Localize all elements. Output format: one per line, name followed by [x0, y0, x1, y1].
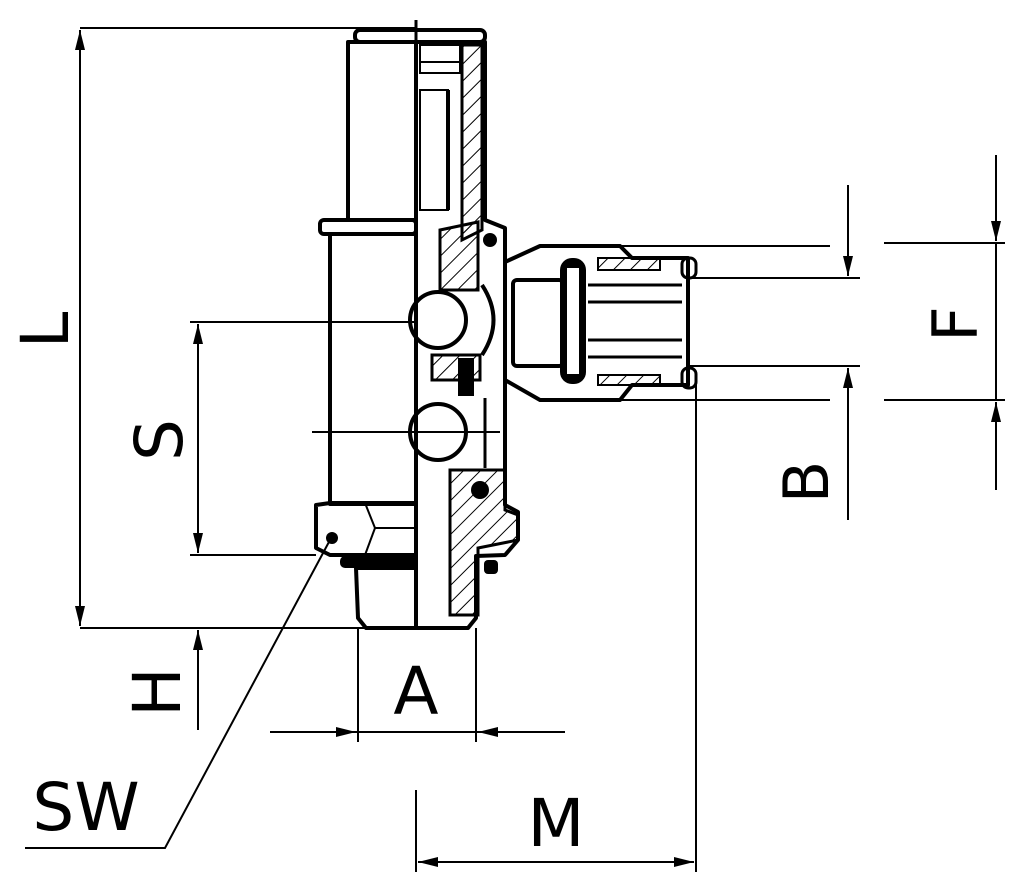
label-SW: SW	[32, 769, 139, 846]
label-H: H	[119, 667, 196, 717]
sw-leader	[25, 539, 331, 849]
dimension-lines	[25, 27, 1005, 872]
label-M: M	[528, 785, 585, 862]
threaded-stud	[354, 566, 418, 630]
dimension-labels: L S H A M SW F B	[7, 306, 992, 862]
upper-wall-hatch	[460, 43, 484, 243]
lower-cylinder	[328, 232, 418, 506]
label-F: F	[919, 306, 992, 342]
label-A: A	[393, 653, 438, 730]
seal	[458, 358, 474, 396]
label-L: L	[7, 311, 84, 348]
side-outlet	[503, 244, 698, 402]
outlet-body	[503, 244, 690, 402]
upper-cylinder	[346, 40, 418, 222]
outlet-sleeve	[511, 278, 565, 368]
upper-ball	[408, 290, 468, 350]
collar	[318, 218, 418, 236]
fitting-body	[314, 20, 520, 630]
o-ring	[340, 556, 416, 568]
lower-wall-hatch	[448, 468, 520, 617]
label-B: B	[770, 461, 843, 504]
mid-wall-hatch	[438, 220, 480, 292]
label-S: S	[121, 419, 198, 461]
